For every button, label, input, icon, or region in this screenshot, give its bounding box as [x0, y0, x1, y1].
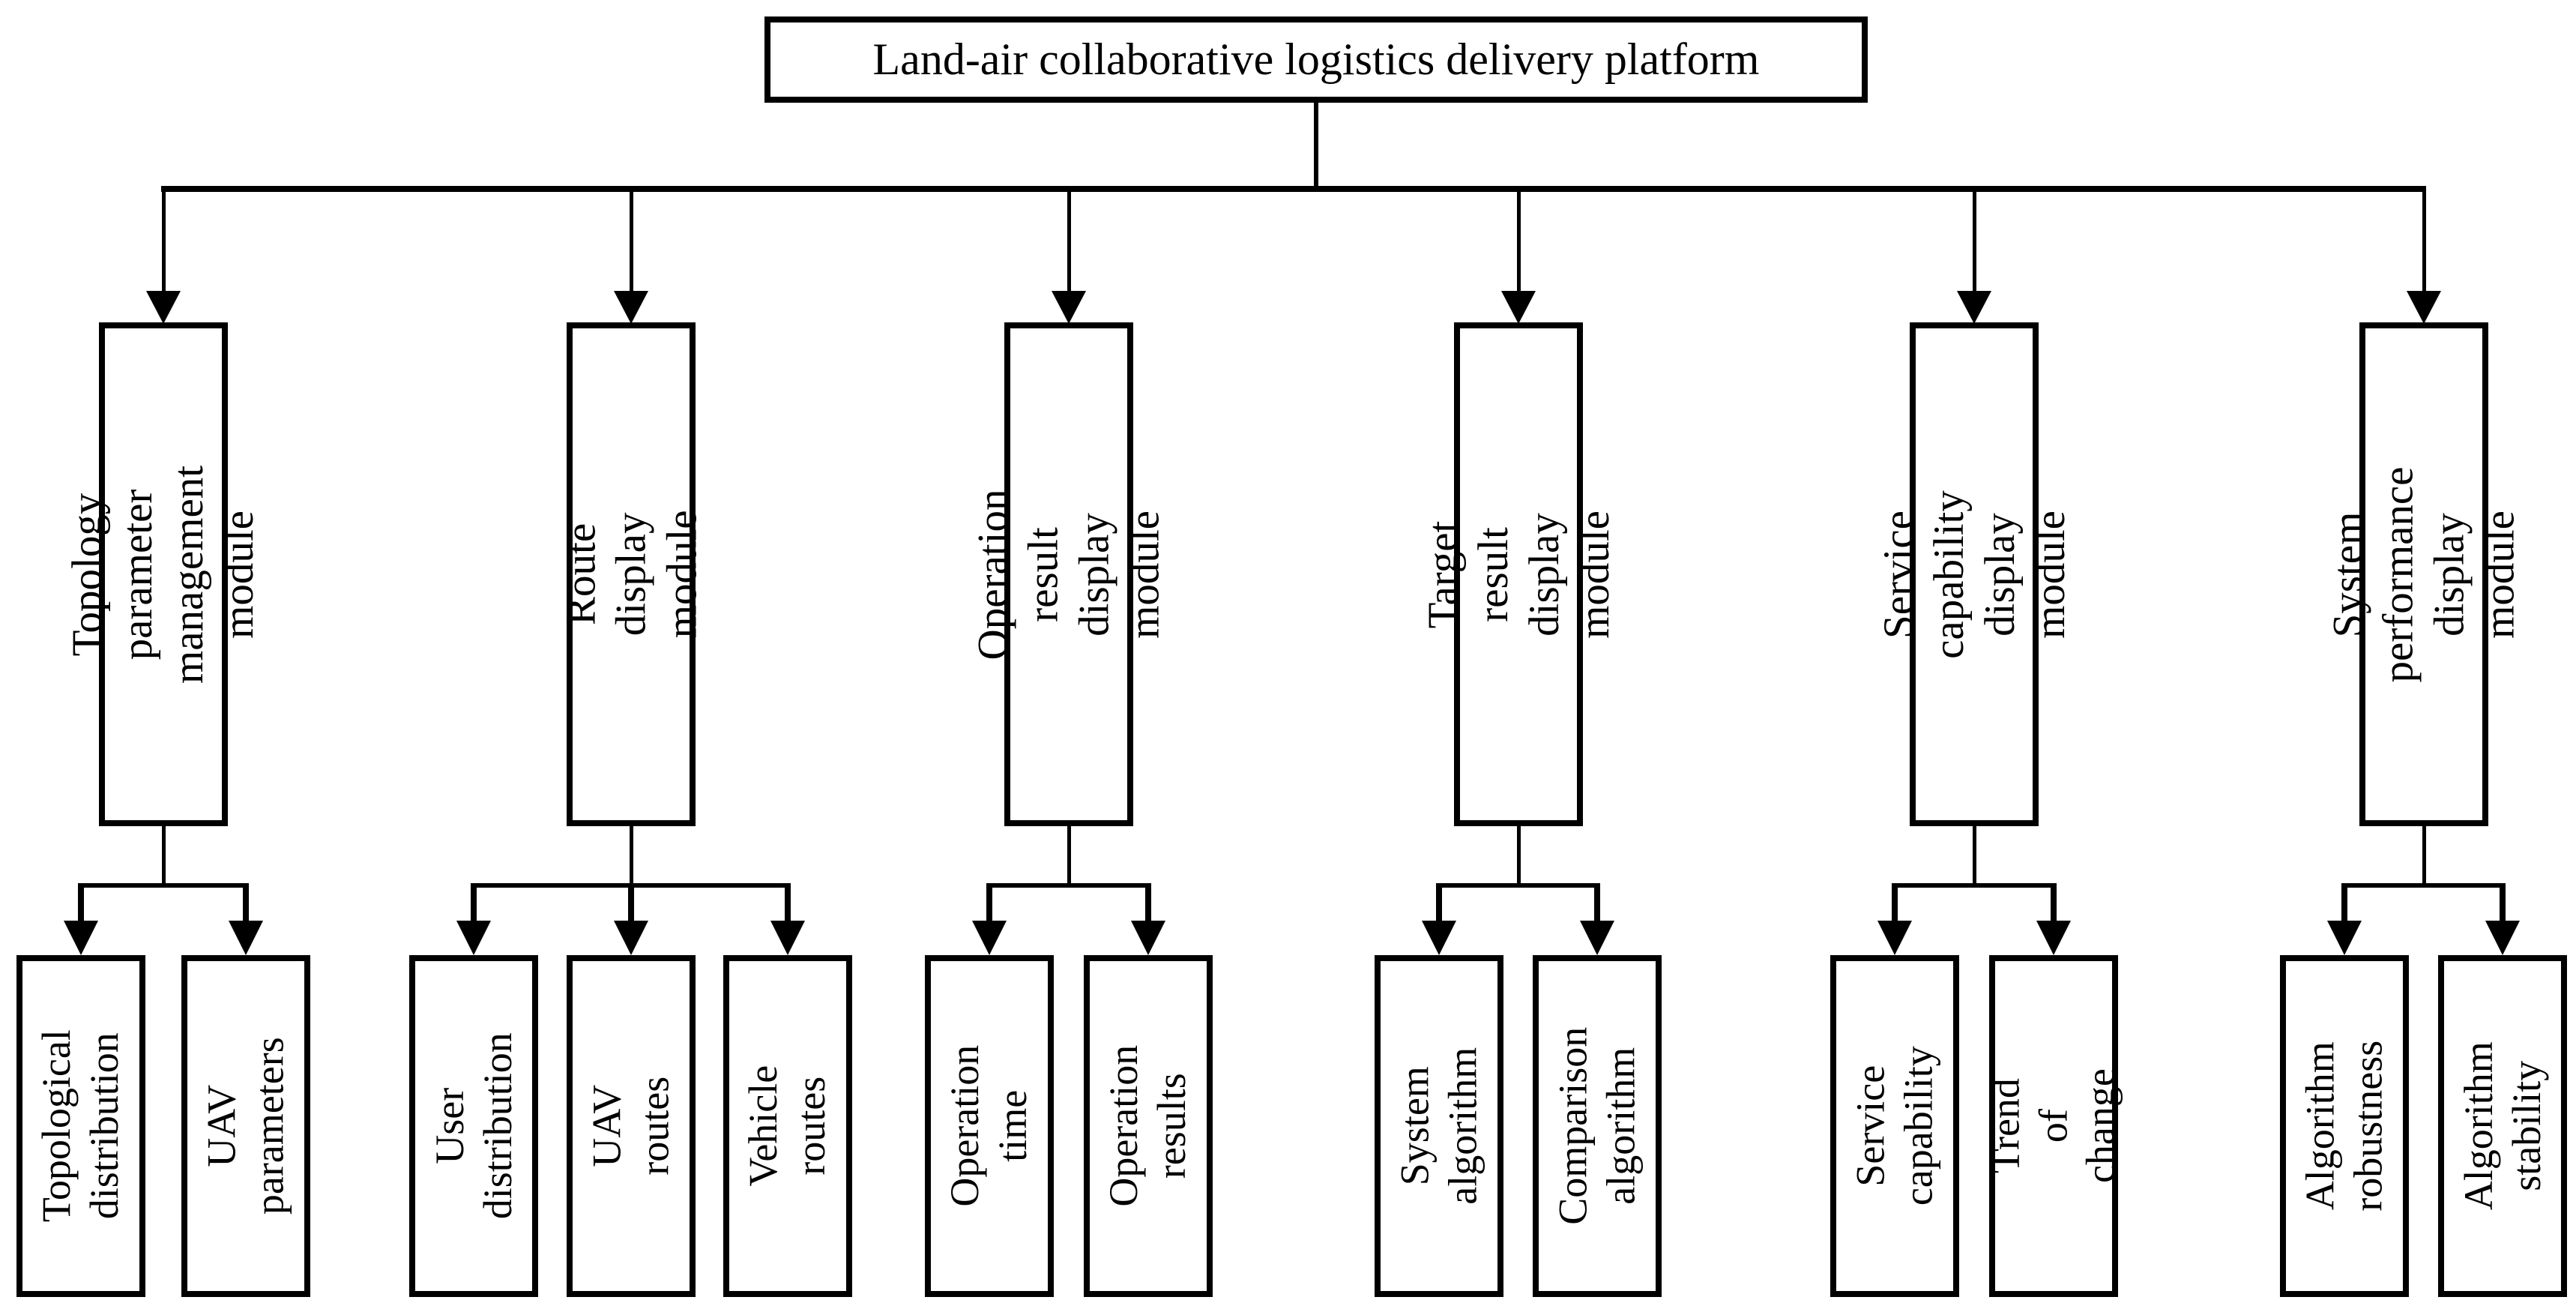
arrow-down-icon	[770, 921, 805, 955]
connector-corner	[628, 883, 634, 922]
arrow-down-icon	[1877, 921, 1912, 955]
leaf-label: User distribution	[426, 1032, 520, 1220]
leaf-algorithm-robustness: Algorithm robustness	[2280, 955, 2409, 1297]
leaf-label: Vehicle routes	[740, 1065, 834, 1187]
arrow-down-icon	[1131, 921, 1165, 955]
connector-stub-2	[630, 826, 633, 883]
root-node-label: Land-air collaborative logistics deliver…	[872, 34, 1760, 84]
connector-stub-4	[1517, 826, 1521, 883]
module-label: System performance display module	[2324, 466, 2524, 682]
connector-bar-1	[78, 883, 249, 888]
connector-stub-3	[1067, 826, 1071, 883]
connector-bar-3	[986, 883, 1151, 888]
connector-corner	[2051, 883, 2057, 922]
leaf-uav-routes: UAV routes	[567, 955, 696, 1297]
arrow-down-icon	[1422, 921, 1456, 955]
arrow-down-icon	[972, 921, 1007, 955]
arrow-down-icon	[2327, 921, 2362, 955]
root-node-platform: Land-air collaborative logistics deliver…	[764, 16, 1868, 103]
connector-corner	[1892, 883, 1898, 922]
connector-bar-5	[1892, 883, 2057, 888]
connector-corner	[78, 883, 84, 922]
arrow-down-icon	[2036, 921, 2071, 955]
arrow-down-icon	[229, 921, 263, 955]
leaf-label: Operation time	[942, 1045, 1036, 1207]
connector-corner	[785, 883, 791, 922]
arrow-down-icon	[2485, 921, 2520, 955]
module-system-performance-display: System performance display module	[2325, 322, 2523, 826]
module-label: Route display module	[557, 510, 705, 639]
leaf-label: System algorithm	[1392, 1047, 1485, 1205]
connector-corner	[2341, 883, 2347, 922]
leaf-label: Algorithm robustness	[2297, 1041, 2390, 1212]
connector-stub-1	[162, 826, 166, 883]
leaf-trend-of-change: Trend of change	[1982, 955, 2123, 1297]
leaf-user-distribution: User distribution	[409, 955, 538, 1297]
module-service-capability-display: Service capability display module	[1875, 322, 2073, 826]
arrow-down-icon	[1580, 921, 1614, 955]
leaf-service-capability: Service capability	[1830, 955, 1959, 1297]
connector-trunk	[161, 186, 2426, 192]
connector-corner	[243, 883, 249, 922]
connector-corner	[1436, 883, 1442, 922]
leaf-operation-time: Operation time	[925, 955, 1054, 1297]
connector-drop-1	[162, 192, 166, 292]
arrow-down-icon	[1501, 291, 1536, 324]
arrow-down-icon	[456, 921, 491, 955]
leaf-label: Trend of change	[1982, 1068, 2123, 1184]
leaf-label: Service capability	[1847, 1046, 1941, 1206]
module-label: Service capability display module	[1874, 490, 2074, 659]
leaf-label: Operation results	[1101, 1045, 1195, 1207]
leaf-label: UAV parameters	[199, 1037, 292, 1215]
connector-corner	[1594, 883, 1600, 922]
connector-drop-5	[1973, 192, 1976, 292]
connector-drop-6	[2422, 192, 2426, 292]
leaf-operation-results: Operation results	[1084, 955, 1213, 1297]
connector-root-stub	[1314, 103, 1318, 187]
connector-stub-5	[1973, 826, 1976, 883]
leaf-label: Comparison algorithm	[1550, 1027, 1643, 1225]
leaf-vehicle-routes: Vehicle routes	[723, 955, 852, 1297]
arrow-down-icon	[1957, 291, 1991, 324]
module-label: Operation result display module	[969, 489, 1168, 660]
connector-corner	[471, 883, 477, 922]
leaf-label: Algorithm stability	[2455, 1041, 2548, 1211]
arrow-down-icon	[146, 291, 181, 324]
module-route-display: Route display module	[557, 322, 705, 826]
leaf-uav-parameters: UAV parameters	[181, 955, 310, 1297]
module-label: Topology parameter management module	[64, 465, 263, 684]
module-target-result-display: Target result display module	[1420, 322, 1617, 826]
arrow-down-icon	[1052, 291, 1086, 324]
leaf-label: Topological distribution	[34, 1029, 127, 1223]
leaf-topological-distribution: Topological distribution	[16, 955, 145, 1297]
leaf-system-algorithm: System algorithm	[1375, 955, 1503, 1297]
connector-drop-2	[630, 192, 633, 292]
module-topology-parameter-management: Topology parameter management module	[64, 322, 262, 826]
module-operation-result-display: Operation result display module	[970, 322, 1168, 826]
connector-drop-4	[1517, 192, 1521, 292]
connector-bar-4	[1436, 883, 1600, 888]
leaf-label: UAV routes	[584, 1077, 677, 1176]
arrow-down-icon	[614, 291, 648, 324]
arrow-down-icon	[614, 921, 648, 955]
connector-stub-6	[2422, 826, 2426, 883]
arrow-down-icon	[64, 921, 98, 955]
leaf-algorithm-stability: Algorithm stability	[2438, 955, 2567, 1297]
connector-drop-3	[1067, 192, 1071, 292]
arrow-down-icon	[2407, 291, 2441, 324]
connector-corner	[1145, 883, 1151, 922]
module-label: Target result display module	[1419, 510, 1618, 639]
leaf-comparison-algorithm: Comparison algorithm	[1533, 955, 1662, 1297]
connector-bar-6	[2341, 883, 2506, 888]
connector-corner	[986, 883, 992, 922]
connector-corner	[2500, 883, 2506, 922]
